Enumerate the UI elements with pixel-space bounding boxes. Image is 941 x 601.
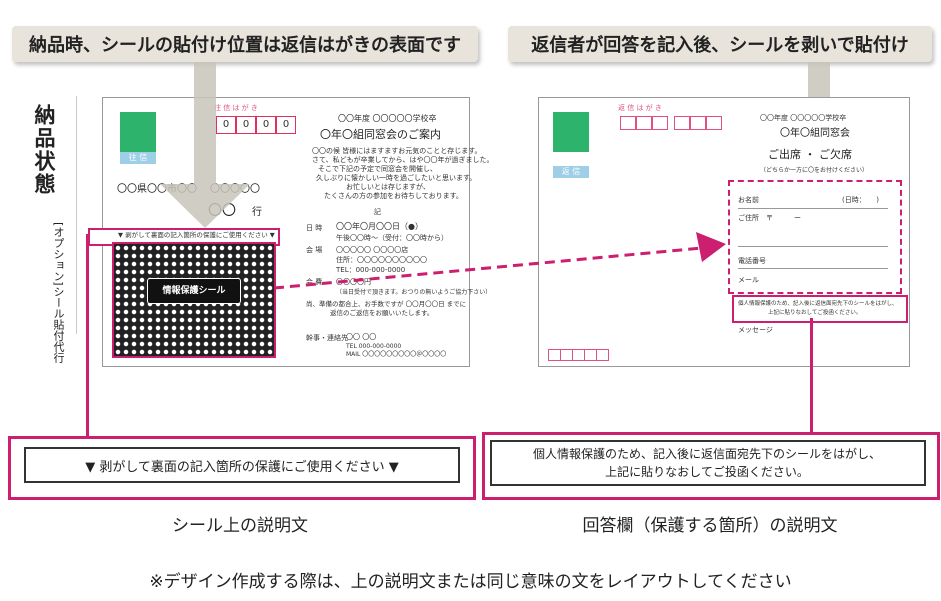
left-card-header: 往 信 は が き [214, 104, 258, 112]
explain-right-line2: 上記に貼りなおしてご投函ください。 [605, 465, 809, 479]
zip-box [652, 116, 668, 130]
right-event-title: 〇年〇組同窓会 [780, 128, 850, 139]
zip-box: 0 [256, 116, 276, 134]
greeting-line: さて、私どもが卒業してから、はや〇〇年が過ぎました。 [312, 156, 494, 164]
greeting-line: そこで下記の予定で同窓会を開催し、 [318, 165, 437, 173]
answer-area [728, 180, 902, 294]
secretary-label: 幹事・連絡先 [306, 334, 348, 342]
event-title: 〇年〇組同窓会のご案内 [320, 128, 441, 141]
date-short: (日時： ) [842, 196, 879, 204]
zip-box: 0 [216, 116, 236, 134]
fee-note: （当日受付で頂きます。おつりの無いようご協力下さい） [336, 289, 492, 296]
caption-right: 回答欄（保護する箇所）の説明文 [582, 516, 838, 536]
attendance-note: （どちらか一方に〇をお付けください） [760, 167, 869, 174]
arrow-head-left [160, 184, 250, 228]
address-line [738, 246, 888, 247]
arrow-shaft-left [194, 62, 216, 184]
zip-box: 0 [236, 116, 256, 134]
zip-box [674, 116, 690, 130]
footer-note: ※デザイン作成する際は、上の説明文または同じ意味の文をレイアウトしてください [149, 572, 792, 592]
right-card-header: 返 信 は が き [618, 104, 662, 112]
protect-note-line2: 上記に貼りなおしてご投函ください。 [768, 310, 862, 316]
side-label-box [24, 96, 77, 334]
protect-note-frame [732, 295, 908, 323]
attendance[interactable]: ご出席 ・ ご欠席 [768, 148, 852, 161]
side-label-subtitle: [オプション]シール貼付代行 [52, 222, 65, 363]
secretary-tel: TEL 000-000-0000 [346, 343, 402, 350]
leader-line-right [810, 318, 813, 434]
zip-box [706, 116, 722, 130]
explain-right-line1: 個人情報保護のため、記入後に返信面宛先下のシールをはがし、 [532, 447, 881, 461]
bottom-zip-box [596, 349, 609, 361]
event-year: 〇〇年度 〇〇〇〇〇学校卒 [338, 114, 437, 123]
zip-box: 0 [276, 116, 296, 134]
name-line [738, 208, 888, 209]
side-label-title: 納品状態 [32, 104, 56, 196]
zip-box [690, 116, 706, 130]
right-stamp-label: 返 信 [553, 166, 589, 178]
stamp-icon [553, 112, 589, 152]
mail-label: メール [738, 276, 759, 284]
greeting-line: たくさんの方の参加をお待ちしております。 [324, 192, 463, 200]
zip-box [620, 116, 636, 130]
address-value: 住所：〇〇〇〇〇〇〇〇〇〇 [336, 256, 427, 264]
phone-label: 電話番号 [738, 257, 766, 265]
ki-label: 記 [374, 208, 381, 216]
secretary-name: 〇〇 〇〇 [346, 333, 377, 341]
zip-box [636, 116, 652, 130]
fee-value: 〇〇〇〇円 [336, 278, 371, 286]
left-stamp-label: 往 信 [120, 152, 156, 164]
reply-note: 尚、準備の都合上、お手数ですが 〇〇月〇〇日 までに [306, 300, 467, 308]
time-value: 午後〇〇時〜（受付：〇〇時から） [336, 234, 448, 242]
fee-label: 会 費 [306, 278, 323, 286]
phone-line [738, 268, 888, 269]
greeting-line: 〇〇の候 皆様にはますますお元気のことと存じます。 [312, 147, 482, 155]
stamp-icon [120, 112, 156, 152]
tel-value: TEL：000-000-0000 [336, 266, 406, 274]
venue-label: 会 場 [306, 246, 323, 254]
venue-value: 〇〇〇〇〇 〇〇〇〇店 [336, 246, 409, 254]
seal-strip-text: ▼ 剥がして裏面の記入箇所の保護にご使用ください ▼ [118, 231, 275, 239]
left-address: 〇〇県〇〇市〇〇 [117, 184, 197, 195]
leader-line-left [86, 234, 89, 436]
message-label: メッセージ [738, 326, 773, 334]
name-label: お名前 [738, 196, 759, 204]
reply-note-2: 返信のご返信をお願いいたします。 [330, 309, 434, 317]
banner-right: 返信者が回答を記入後、シールを剥いで貼付け [508, 26, 932, 62]
left-recipient-suffix: 行 [252, 207, 262, 218]
seal-label: 情報保護シール [147, 278, 241, 304]
explain-right-box [490, 440, 926, 486]
connector-arrow [273, 232, 726, 290]
right-event-year: 〇〇年度 〇〇〇〇〇学校卒 [760, 114, 847, 122]
date-label: 日 時 [306, 224, 323, 232]
caption-left: シール上の説明文 [172, 516, 308, 536]
banner-left: 納品時、シールの貼付け位置は返信はがきの表面です [12, 26, 478, 62]
date-value: 〇〇年〇月〇〇日（●） [336, 222, 423, 231]
protect-note-line1: 個人情報保護のため、記入後に返信面宛先下のシールをはがし、 [738, 301, 898, 307]
address-label: ご住所 〒 ー [738, 214, 801, 222]
explain-left-box: ▼ 剥がして裏面の記入箇所の保護にご使用ください ▼ [24, 447, 460, 483]
secretary-mail: MAIL 〇〇〇〇〇〇〇〇〇＠〇〇〇〇 [346, 351, 447, 358]
greeting-line: 久しぶりに懐かしい一時を過ごしたいと思います。 [316, 174, 477, 182]
greeting-line: お忙しいとは存じますが、 [346, 183, 430, 191]
